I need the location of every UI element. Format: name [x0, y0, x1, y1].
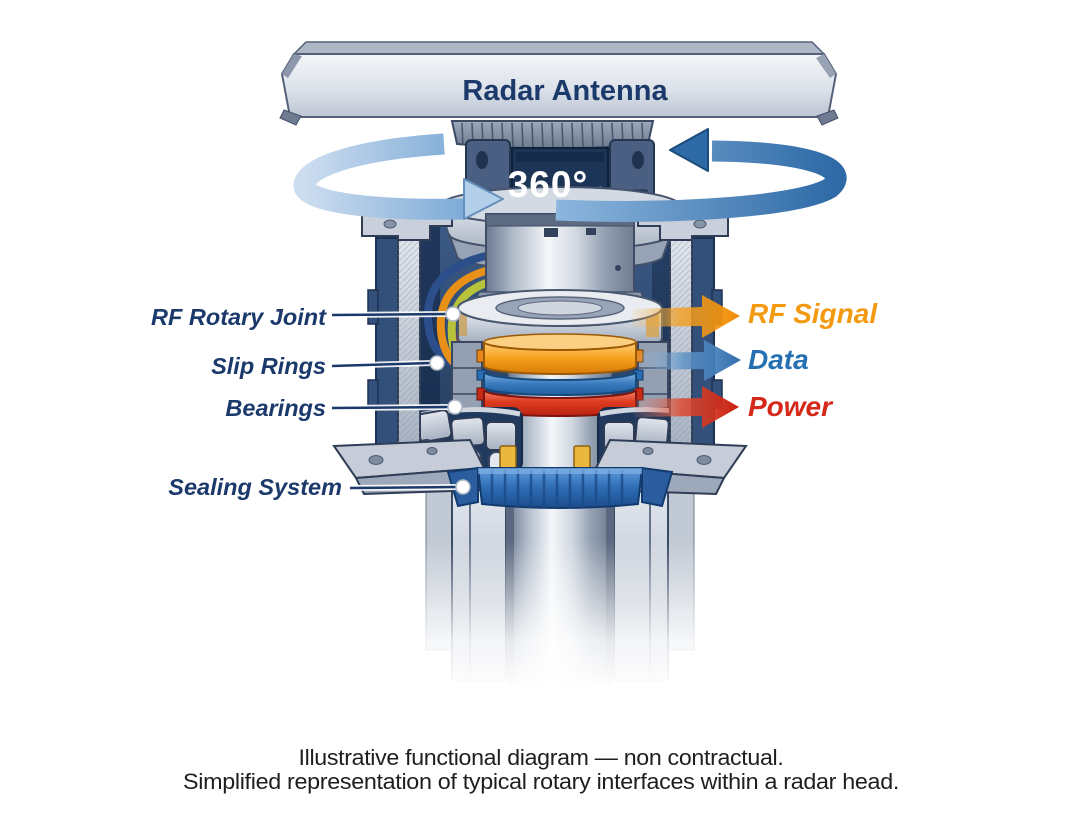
leader-dot-rf-rotary-joint — [445, 306, 461, 322]
power-arrow-icon — [634, 386, 739, 428]
data-arrow-icon — [638, 340, 741, 381]
label-data: Data — [748, 344, 809, 375]
label-rf-rotary-joint: RF Rotary Joint — [151, 304, 327, 330]
rotation-arc-right — [555, 140, 847, 222]
rotation-arrows: 360° — [293, 128, 847, 222]
sealing-ring — [446, 445, 674, 509]
rotation-arrowhead-left-icon — [669, 128, 709, 172]
flow-arrows — [632, 295, 741, 428]
label-rf-signal: RF Signal — [748, 298, 878, 329]
leader-dot-bearings — [447, 399, 463, 415]
pedestal-fade — [350, 540, 770, 740]
label-slip-rings: Slip Rings — [211, 353, 326, 379]
leader-dot-slip-rings — [429, 355, 445, 371]
leader-lines — [331, 306, 471, 495]
leader-dot-sealing-system — [455, 479, 471, 495]
caption-line2: Simplified representation of typical rot… — [183, 769, 899, 794]
labels: Radar Antenna RF Rotary Joint Slip Rings… — [151, 75, 899, 794]
label-sealing-system: Sealing System — [168, 474, 342, 500]
caption-line1: Illustrative functional diagram — non co… — [299, 745, 784, 770]
rotation-arrowhead-right-icon — [463, 178, 504, 220]
label-power: Power — [748, 391, 834, 422]
antenna-housing — [279, 41, 839, 126]
rf-signal-arrow-icon — [632, 295, 740, 338]
rotation-degrees-label: 360° — [508, 164, 589, 205]
label-bearings: Bearings — [225, 395, 326, 421]
rotation-arc-left — [293, 133, 465, 220]
antenna-label: Radar Antenna — [462, 75, 668, 107]
